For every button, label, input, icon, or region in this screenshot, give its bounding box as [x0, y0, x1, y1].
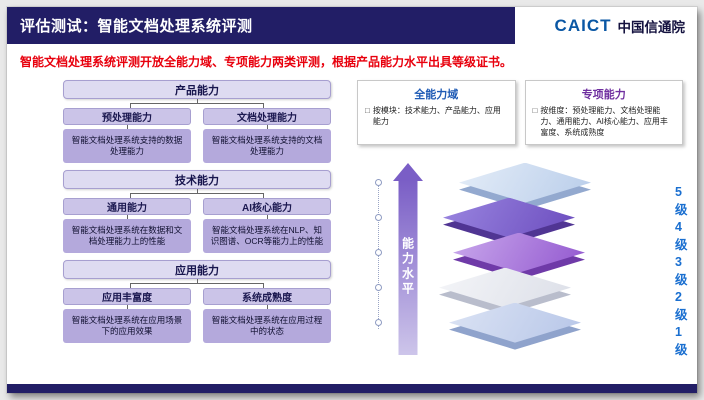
capability-axis-arrow: 能力水平	[393, 162, 423, 355]
capability-flowchart: 产品能力 预处理能力 智能文档处理系统支持的数据处理能力 文档处理能力 智能文档…	[63, 80, 331, 343]
flow-header-application: 应用能力	[63, 260, 331, 279]
panel-body-text: 按维度：预处理能力、文档处理能力、通用能力、AI核心能力、应用丰富度、系统成熟度	[540, 106, 668, 138]
flow-node-docprocess: 文档处理能力	[203, 108, 331, 125]
slide-header: 评估测试：智能文档处理系统评测 CAICT 中国信通院	[7, 7, 697, 44]
flow-desc-preprocess: 智能文档处理系统支持的数据处理能力	[63, 129, 191, 163]
panel-text-full-capability: □ 按模块：技术能力、产品能力、应用能力	[365, 105, 508, 127]
section-gap	[63, 253, 331, 260]
square-bullet-icon: □	[532, 106, 538, 115]
flow-desc-ai-core: 智能文档处理系统在NLP、知识图谱、OCR等能力上的性能	[203, 219, 331, 253]
flow-node-general: 通用能力	[63, 198, 191, 215]
level-2-layer	[439, 267, 571, 316]
flow-col: 文档处理能力 智能文档处理系统支持的文档处理能力	[203, 108, 331, 163]
panel-body-text: 按模块：技术能力、产品能力、应用能力	[372, 106, 501, 127]
axis-label: 能力水平	[400, 237, 415, 298]
level-label-2: 2级	[675, 289, 688, 322]
arrow-body: 能力水平	[398, 179, 418, 355]
layer-face	[459, 162, 591, 203]
level-label-4: 4级	[675, 219, 688, 252]
subtitle-text: 智能文档处理系统评测开放全能力域、专项能力两类评测，根据产品能力水平出具等级证书…	[20, 55, 513, 69]
flow-header-technical: 技术能力	[63, 170, 331, 189]
connector-line	[263, 193, 264, 198]
capability-level-chart: 能力水平	[357, 155, 688, 357]
connector-line	[130, 103, 131, 108]
panel-full-capability: 全能力域 □ 按模块：技术能力、产品能力、应用能力	[357, 80, 516, 145]
title-bar: 评估测试：智能文档处理系统评测	[7, 7, 515, 44]
connector-line	[263, 103, 264, 108]
branch-connector	[63, 279, 331, 288]
level-marker-dot	[375, 178, 382, 186]
panel-text-special-capability: □ 按维度：预处理能力、文档处理能力、通用能力、AI核心能力、应用丰富度、系统成…	[533, 105, 676, 139]
level-label-5: 5级	[675, 184, 688, 217]
flow-desc-maturity: 智能文档处理系统在应用过程中的状态	[203, 309, 331, 343]
connector-line	[130, 193, 131, 198]
flow-col: 通用能力 智能文档处理系统在数据和文档处理能力上的性能	[63, 198, 191, 253]
flow-node-app-richness: 应用丰富度	[63, 288, 191, 305]
flow-node-ai-core: AI核心能力	[203, 198, 331, 215]
flow-desc-app-richness: 智能文档处理系统在应用场景下的应用效果	[63, 309, 191, 343]
flow-col: 预处理能力 智能文档处理系统支持的数据处理能力	[63, 108, 191, 163]
caict-logo: CAICT 中国信通院	[515, 7, 697, 44]
flow-row: 预处理能力 智能文档处理系统支持的数据处理能力 文档处理能力 智能文档处理系统支…	[63, 108, 331, 163]
level-1-layer	[449, 302, 581, 351]
flow-row: 应用丰富度 智能文档处理系统在应用场景下的应用效果 系统成熟度 智能文档处理系统…	[63, 288, 331, 343]
caict-logo-cn: 中国信通院	[617, 19, 686, 35]
slide: 评估测试：智能文档处理系统评测 CAICT 中国信通院 智能文档处理系统评测开放…	[7, 7, 697, 393]
panel-special-capability: 专项能力 □ 按维度：预处理能力、文档处理能力、通用能力、AI核心能力、应用丰富…	[524, 80, 683, 145]
caict-logo-en: CAICT	[554, 15, 612, 35]
layer-face	[449, 302, 581, 343]
level-label-3: 3级	[675, 254, 688, 287]
section-gap	[63, 163, 331, 170]
main-content: 产品能力 预处理能力 智能文档处理系统支持的数据处理能力 文档处理能力 智能文档…	[7, 80, 697, 357]
connector-line	[126, 125, 128, 129]
connector-line	[266, 305, 268, 309]
page-title: 评估测试：智能文档处理系统评测	[20, 18, 253, 35]
arrow-head-icon	[393, 162, 423, 181]
branch-connector	[63, 189, 331, 198]
level-marker-dot	[375, 248, 382, 256]
flow-desc-docprocess: 智能文档处理系统支持的文档处理能力	[203, 129, 331, 163]
flow-node-preprocess: 预处理能力	[63, 108, 191, 125]
connector-line	[263, 283, 264, 288]
panel-title-special-capability: 专项能力	[581, 89, 626, 101]
level-label-1: 1级	[675, 324, 688, 357]
connector-line	[266, 215, 268, 219]
right-column: 全能力域 □ 按模块：技术能力、产品能力、应用能力 专项能力 □ 按维度：预处理…	[331, 80, 697, 357]
flow-col: 系统成熟度 智能文档处理系统在应用过程中的状态	[203, 288, 331, 343]
level-marker-dot	[375, 318, 382, 326]
panel-title-full-capability: 全能力域	[414, 89, 459, 101]
evaluation-panels: 全能力域 □ 按模块：技术能力、产品能力、应用能力 专项能力 □ 按维度：预处理…	[357, 80, 683, 145]
flow-node-maturity: 系统成熟度	[203, 288, 331, 305]
level-marker-dot	[375, 213, 382, 221]
level-marker-dot	[375, 283, 382, 291]
connector-line	[266, 125, 268, 129]
layer-face	[443, 197, 575, 238]
connector-line	[126, 305, 128, 309]
flow-desc-general: 智能文档处理系统在数据和文档处理能力上的性能	[63, 219, 191, 253]
flow-header-product: 产品能力	[63, 80, 331, 99]
footer-bar	[7, 384, 697, 393]
branch-connector	[63, 99, 331, 108]
connector-line	[126, 215, 128, 219]
square-bullet-icon: □	[365, 106, 370, 115]
layer-face	[439, 267, 571, 308]
layer-face	[453, 232, 585, 273]
flow-row: 通用能力 智能文档处理系统在数据和文档处理能力上的性能 AI核心能力 智能文档处…	[63, 198, 331, 253]
flow-col: AI核心能力 智能文档处理系统在NLP、知识图谱、OCR等能力上的性能	[203, 198, 331, 253]
flow-col: 应用丰富度 智能文档处理系统在应用场景下的应用效果	[63, 288, 191, 343]
connector-line	[130, 283, 131, 288]
